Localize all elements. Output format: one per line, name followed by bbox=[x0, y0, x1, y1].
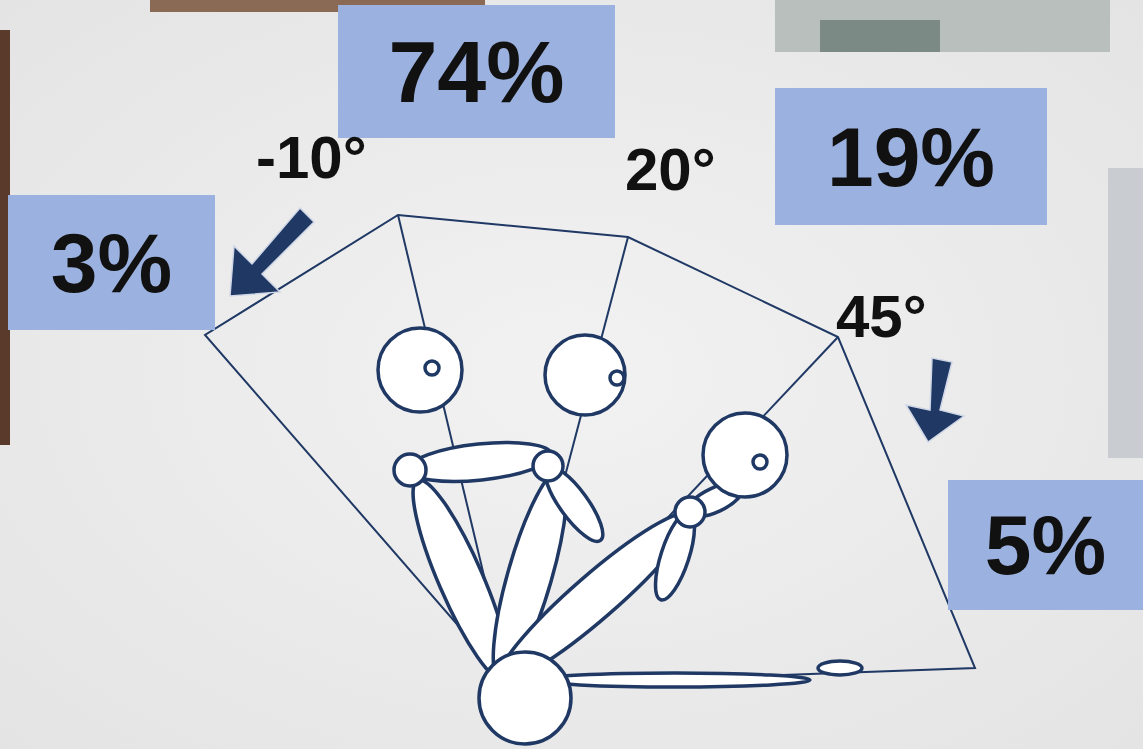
photo-fragment bbox=[820, 20, 940, 52]
angle-label: -10° bbox=[256, 128, 367, 188]
percentage-value: 5% bbox=[985, 503, 1106, 587]
percentage-box: 5% bbox=[948, 480, 1143, 610]
angle-label: 45° bbox=[836, 287, 927, 347]
stick-figures bbox=[378, 328, 862, 744]
direction-arrow bbox=[906, 358, 964, 442]
photo-fragment bbox=[775, 0, 1110, 52]
photo-fragment bbox=[1108, 168, 1143, 458]
percentage-value: 3% bbox=[51, 221, 172, 305]
percentage-value: 19% bbox=[827, 115, 995, 199]
percentage-box: 3% bbox=[8, 195, 215, 330]
angle-label: 20° bbox=[625, 140, 716, 200]
percentage-value: 74% bbox=[388, 28, 564, 116]
percentage-box: 19% bbox=[775, 88, 1047, 225]
percentage-box: 74% bbox=[338, 5, 615, 138]
direction-arrow bbox=[230, 208, 314, 296]
